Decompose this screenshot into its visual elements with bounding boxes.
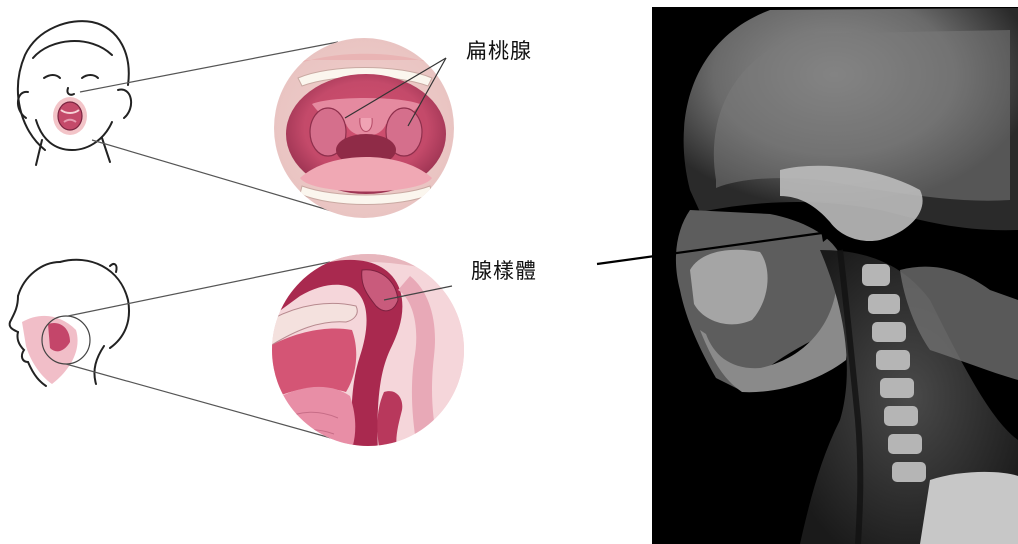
adenoid-label: 腺樣體 (471, 255, 537, 285)
profile-airway (22, 316, 90, 384)
sagittal-section-adenoid (270, 254, 470, 454)
mouth-closeup-tonsils (274, 38, 456, 220)
lateral-skull-xray (652, 7, 1018, 544)
tonsil-label: 扁桃腺 (466, 35, 532, 65)
child-mouth (53, 97, 87, 135)
child-face-illustration (18, 21, 131, 165)
